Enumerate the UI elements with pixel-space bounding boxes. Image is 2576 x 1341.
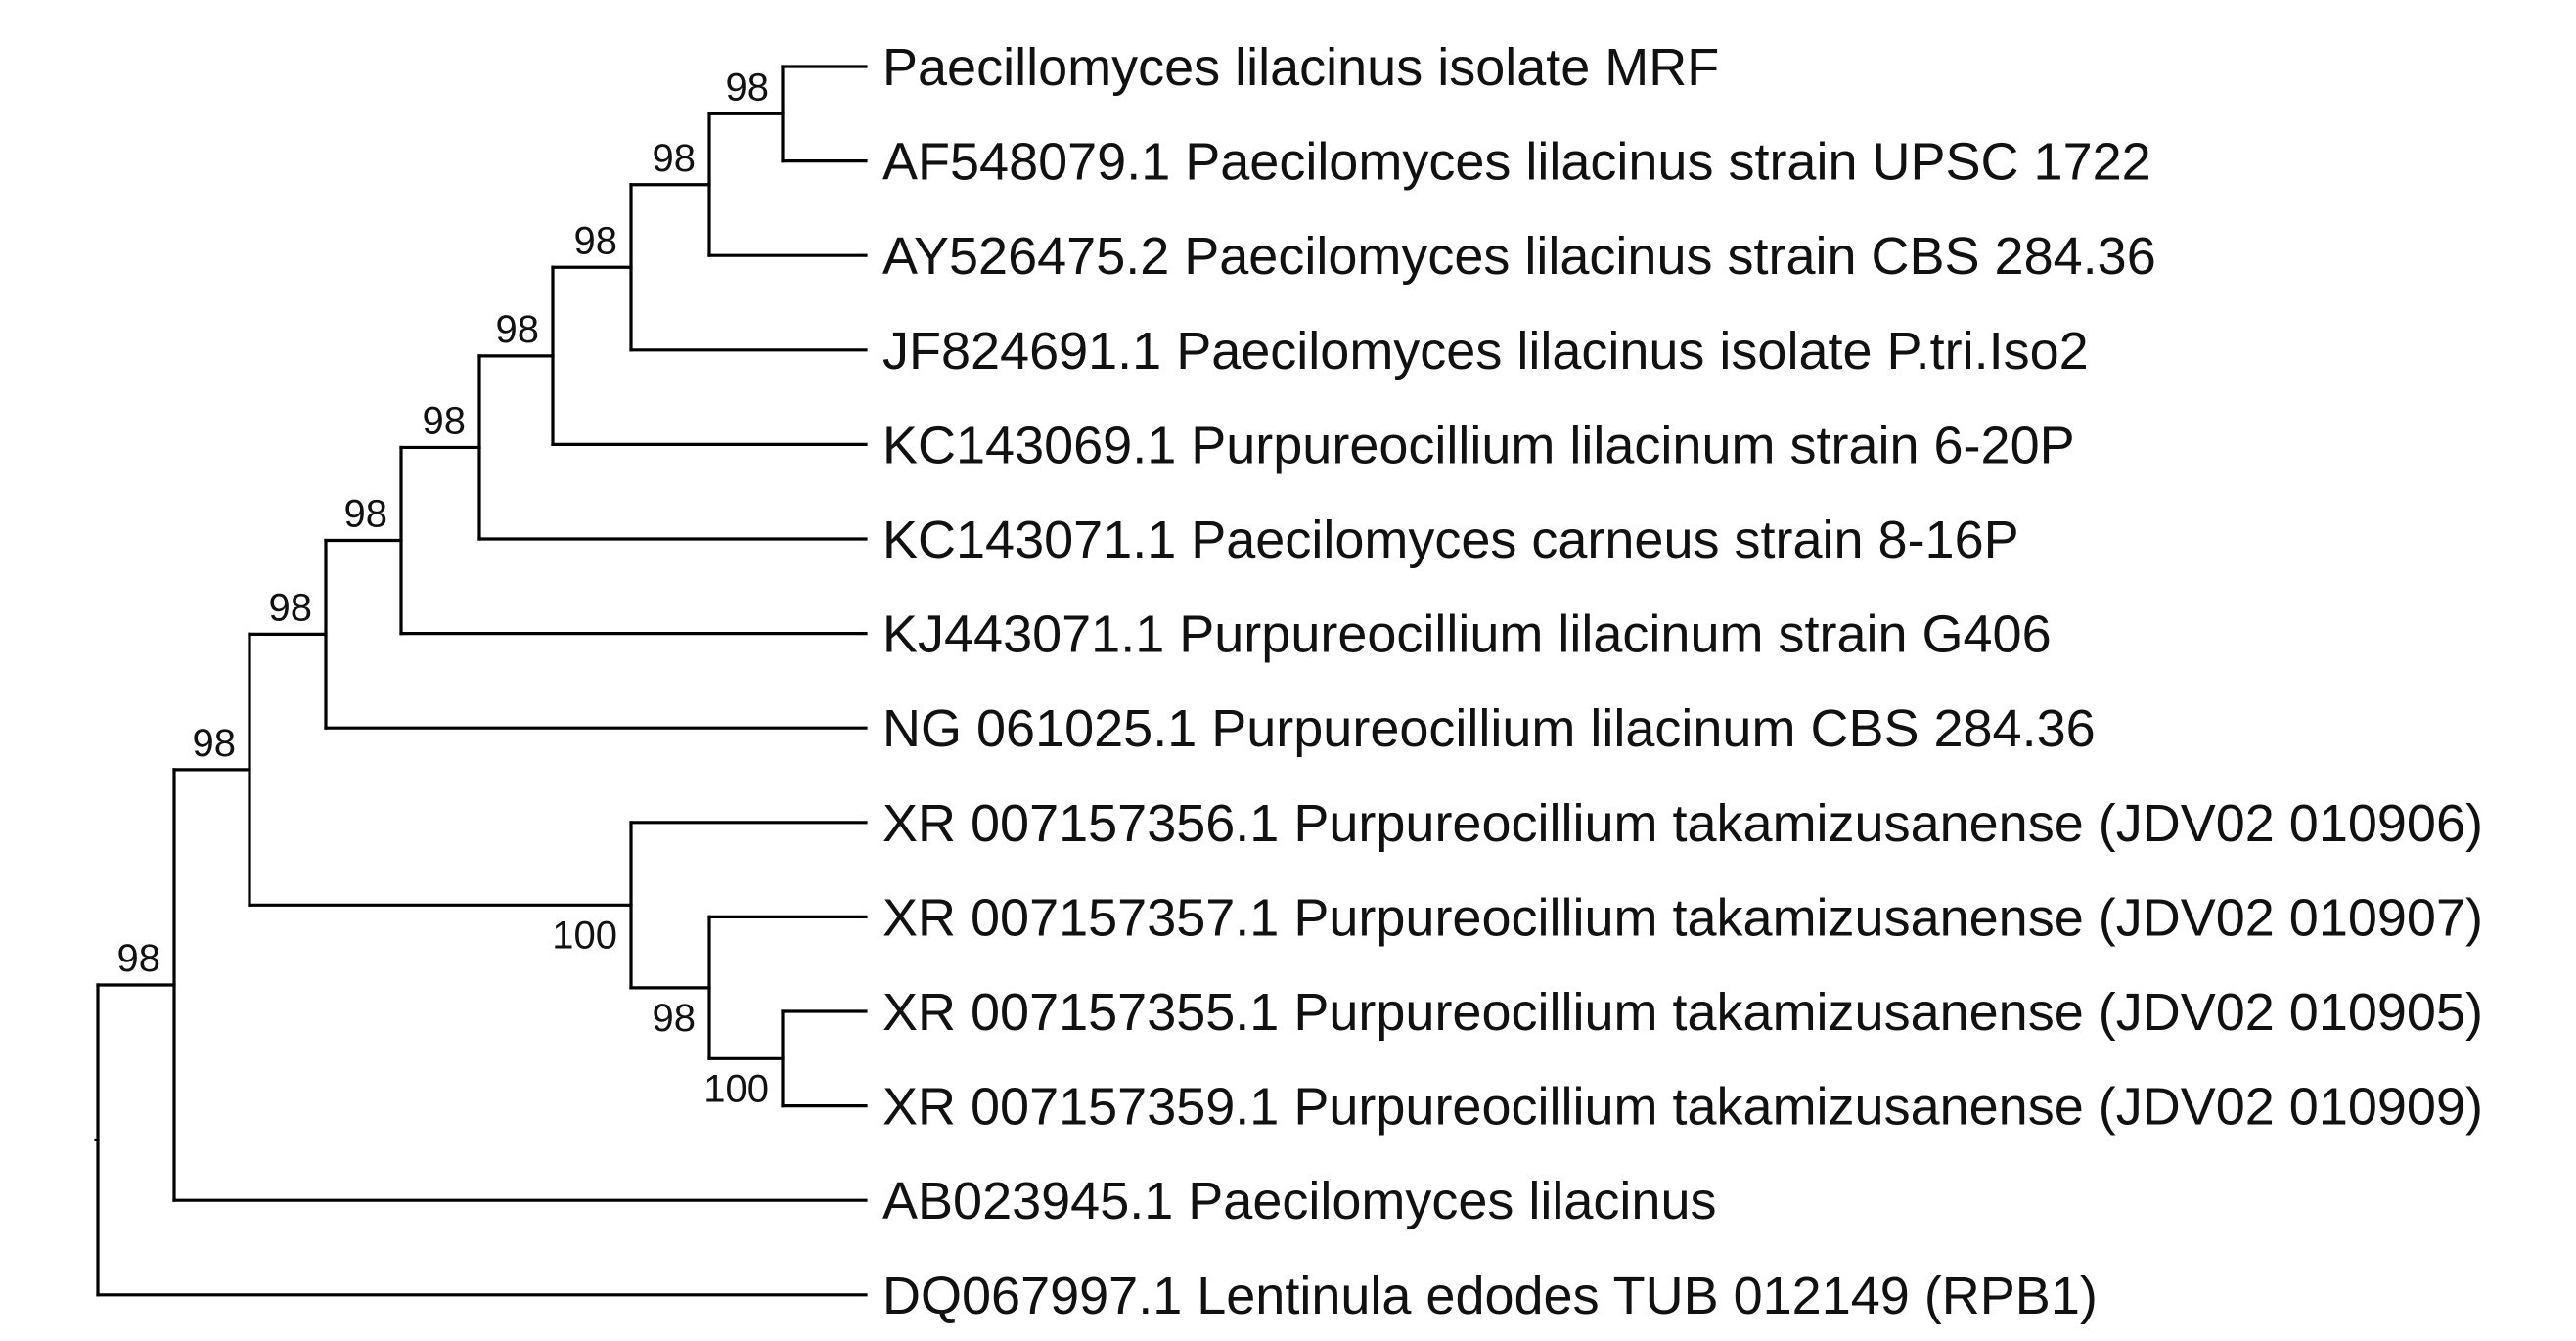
taxon-label-xr007157357: XR 007157357.1 Purpureocillium takamizus… bbox=[882, 888, 2483, 947]
taxon-label-dq067997: DQ067997.1 Lentinula edodes TUB 012149 (… bbox=[882, 1267, 2098, 1325]
support-value-n2: 98 bbox=[653, 137, 697, 180]
taxon-label-kj443071: KJ443071.1 Purpureocillium lilacinum str… bbox=[882, 605, 2052, 664]
taxon-label-ay526475: AY526475.2 Paecilomyces lilacinus strain… bbox=[882, 227, 2156, 286]
support-value-n8: 98 bbox=[193, 722, 237, 765]
taxon-label-ng061025: NG 061025.1 Purpureocillium lilacinum CB… bbox=[882, 699, 2096, 758]
taxon-label-paecillomyces-mrf: Paecillomyces lilacinus isolate MRF bbox=[882, 38, 1719, 97]
support-value-n9: 98 bbox=[117, 937, 161, 980]
taxon-label-jf824691: JF824691.1 Paecilomyces lilacinus isolat… bbox=[882, 322, 2089, 380]
taxon-label-xr007157356: XR 007157356.1 Purpureocillium takamizus… bbox=[882, 794, 2483, 853]
taxon-label-kc143071: KC143071.1 Paecilomyces carneus strain 8… bbox=[882, 511, 2019, 569]
taxon-label-xr007157355: XR 007157355.1 Purpureocillium takamizus… bbox=[882, 983, 2483, 1042]
support-value-n3: 98 bbox=[574, 219, 618, 262]
support-value-n7: 98 bbox=[269, 586, 313, 629]
support-value-n5: 98 bbox=[423, 399, 467, 442]
taxon-label-af548079: AF548079.1 Paecilomyces lilacinus strain… bbox=[882, 133, 2151, 192]
taxon-labels: Paecillomyces lilacinus isolate MRF AF548… bbox=[882, 38, 2483, 1325]
taxon-label-kc143069: KC143069.1 Purpureocillium lilacinum str… bbox=[882, 416, 2075, 474]
support-value-m2: 98 bbox=[653, 997, 697, 1040]
support-value-m3: 100 bbox=[703, 1067, 769, 1110]
taxon-label-xr007157359: XR 007157359.1 Purpureocillium takamizus… bbox=[882, 1078, 2483, 1137]
support-value-n6: 98 bbox=[344, 493, 388, 536]
support-value-m1: 100 bbox=[552, 914, 617, 957]
support-value-n1: 98 bbox=[726, 66, 770, 109]
taxon-label-ab023945: AB023945.1 Paecilomyces lilacinus bbox=[882, 1172, 1716, 1230]
tree-branches bbox=[94, 65, 868, 1297]
support-value-n4: 98 bbox=[496, 308, 540, 351]
